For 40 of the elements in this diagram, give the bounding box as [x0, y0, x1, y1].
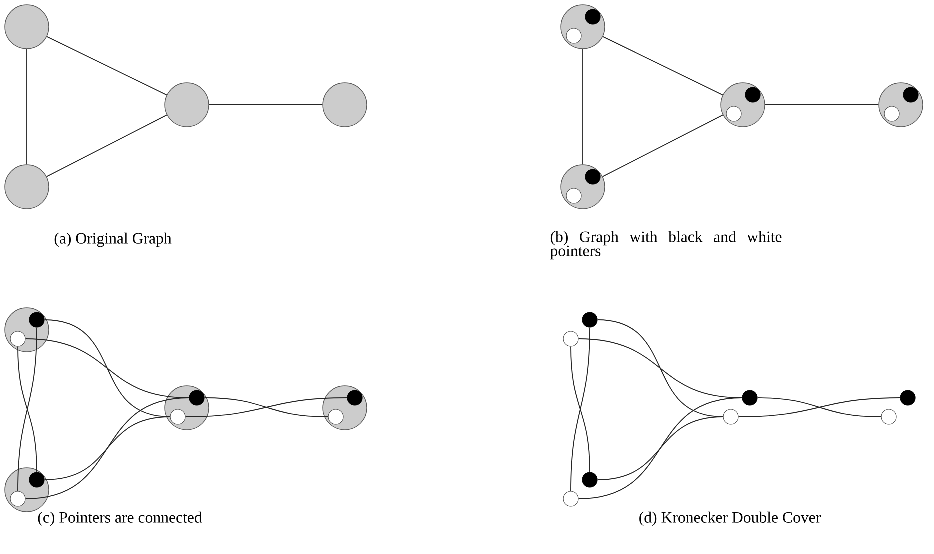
subfigure-caption: (d) Kronecker Double Cover [640, 512, 821, 526]
pointer-dot [881, 409, 897, 425]
pointer-dot [10, 491, 26, 507]
graph-edge [602, 114, 724, 178]
graph-edge [764, 104, 880, 106]
pointer-dot [745, 87, 761, 103]
subfigure-caption: (c) Pointers are connected [38, 512, 202, 526]
pointer-dot [723, 409, 739, 425]
pointer-dot [585, 9, 601, 25]
pointer-dot [29, 312, 45, 328]
pointer-dot [726, 106, 742, 122]
pointer-dot [742, 390, 758, 406]
graph-edge [582, 48, 584, 166]
pointer-dot [884, 106, 900, 122]
pointer-dot [566, 188, 582, 204]
subfigure-caption: (a) Original Graph [54, 232, 172, 248]
pointer-dot [582, 312, 598, 328]
subfigure-caption: (b) Graph with black and white pointers [550, 231, 782, 260]
vertex-circle [164, 82, 210, 128]
vertex-circle [4, 164, 50, 210]
pointer-dot [347, 390, 363, 406]
pointer-dot [170, 409, 186, 425]
vertex-circle [4, 4, 50, 50]
graph-edge [602, 36, 724, 96]
pointer-dot [563, 491, 579, 507]
pointer-dot [189, 390, 205, 406]
pointer-dot [566, 28, 582, 44]
pointer-dot [10, 331, 26, 347]
graph-edge [46, 114, 168, 178]
graph-edge [208, 104, 324, 106]
pointer-dot [585, 169, 601, 185]
pointer-dot [903, 87, 919, 103]
pointer-dot [328, 409, 344, 425]
graph-edge [46, 36, 168, 96]
graph-edge [26, 48, 28, 166]
pointer-dot [29, 472, 45, 488]
pointer-dot [900, 390, 916, 406]
vertex-circle [322, 82, 368, 128]
pointer-dot [563, 331, 579, 347]
pointer-dot [582, 472, 598, 488]
